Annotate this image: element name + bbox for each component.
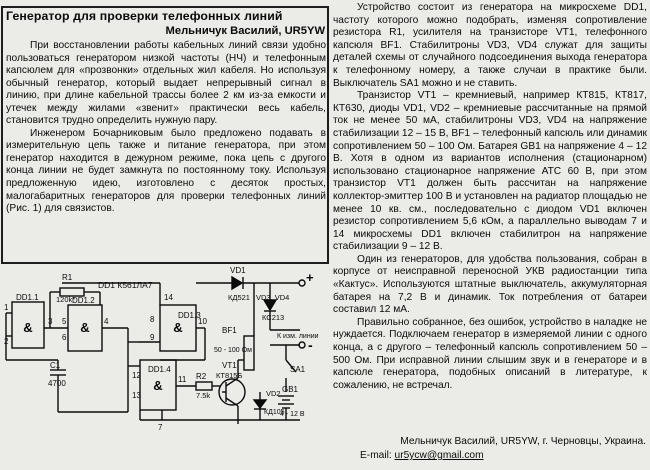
pin-label: 2 xyxy=(4,337,9,346)
r2-value: 7.5k xyxy=(196,391,210,400)
vd2-type: КД105 xyxy=(264,409,285,416)
bf1-value: 50 - 100 Ом xyxy=(214,347,252,354)
plus-label: + xyxy=(306,270,314,285)
r1-value: 120k* xyxy=(56,295,75,304)
pin-label: 6 xyxy=(62,333,67,342)
email-label: E-mail: xyxy=(360,450,392,461)
vd34-label: VD3, VD4 xyxy=(256,293,289,302)
article-author: Мельничук Василий, UR5YW xyxy=(165,25,325,37)
gate-symbol: & xyxy=(173,320,182,335)
paragraph: Инженером Бочарниковым было предложено п… xyxy=(6,127,326,215)
c1-value: 4700 xyxy=(48,379,66,388)
email-address[interactable]: ur5ycw@gmail.com xyxy=(394,450,484,461)
gate-label: DD1.4 xyxy=(148,365,171,374)
vd1-type: КД521 xyxy=(228,293,250,302)
pin-label: 12 xyxy=(132,371,141,380)
r1-label: R1 xyxy=(62,273,73,282)
gb1-label: GB1 xyxy=(282,385,299,394)
pin-label: 1 xyxy=(4,303,9,312)
vd2-label: VD2 xyxy=(266,389,281,398)
minus-label: - xyxy=(308,337,313,353)
pin-label: 7 xyxy=(158,423,163,432)
vt1-label: VT1 xyxy=(222,361,237,370)
bf1-label: BF1 xyxy=(222,326,237,335)
paragraph: При восстановлении работы кабельных лини… xyxy=(6,40,326,127)
sa1-label: SA1 xyxy=(290,365,306,374)
gate-symbol: & xyxy=(80,320,89,335)
gb1-value: 4 - 12 В xyxy=(280,411,305,418)
pin-label: 14 xyxy=(164,293,173,302)
pin-label: 9 xyxy=(150,333,155,342)
vd1-label: VD1 xyxy=(230,266,246,275)
article-title: Генератор для проверки телефонных линий xyxy=(6,9,283,23)
email-line: E-mail: ur5ycw@gmail.com xyxy=(360,450,484,461)
paragraph: Правильно собранное, без ошибок, устройс… xyxy=(333,316,647,391)
c1-label: C1 xyxy=(50,361,61,370)
pin-label: 13 xyxy=(132,391,141,400)
pin-label: 5 xyxy=(62,317,67,326)
signature: Мельничук Василий, UR5YW, г. Черновцы, У… xyxy=(400,436,646,447)
paragraph: Один из генераторов, для удобства пользо… xyxy=(333,253,647,316)
left-column: При восстановлении работы кабельных лини… xyxy=(6,40,326,216)
article-frame xyxy=(1,6,329,264)
pin-label: 4 xyxy=(104,317,109,326)
gate-symbol: & xyxy=(23,320,32,335)
gate-symbol: & xyxy=(153,378,162,393)
paragraph: Транзистор VT1 – кремниевый, например КТ… xyxy=(333,90,647,253)
line-label: К изм. линии xyxy=(277,333,319,340)
pin-label: 10 xyxy=(198,317,207,326)
gate-label: DD1.2 xyxy=(72,296,95,305)
r2-label: R2 xyxy=(196,372,207,381)
paragraph: Устройство состоит из генератора на микр… xyxy=(333,2,647,89)
gate-label: DD1.1 xyxy=(16,293,39,302)
right-column: Устройство состоит из генератора на микр… xyxy=(333,2,647,392)
vt1-type: КТ815Б xyxy=(216,371,242,380)
pin-label: 11 xyxy=(178,375,187,384)
vd34-type: КС213 xyxy=(262,313,284,322)
gate-label: DD1.3 xyxy=(178,311,201,320)
pin-label: 8 xyxy=(150,315,155,324)
chip-label: DD1 К561ЛА7 xyxy=(98,280,153,290)
pin-label: 3 xyxy=(48,317,53,326)
